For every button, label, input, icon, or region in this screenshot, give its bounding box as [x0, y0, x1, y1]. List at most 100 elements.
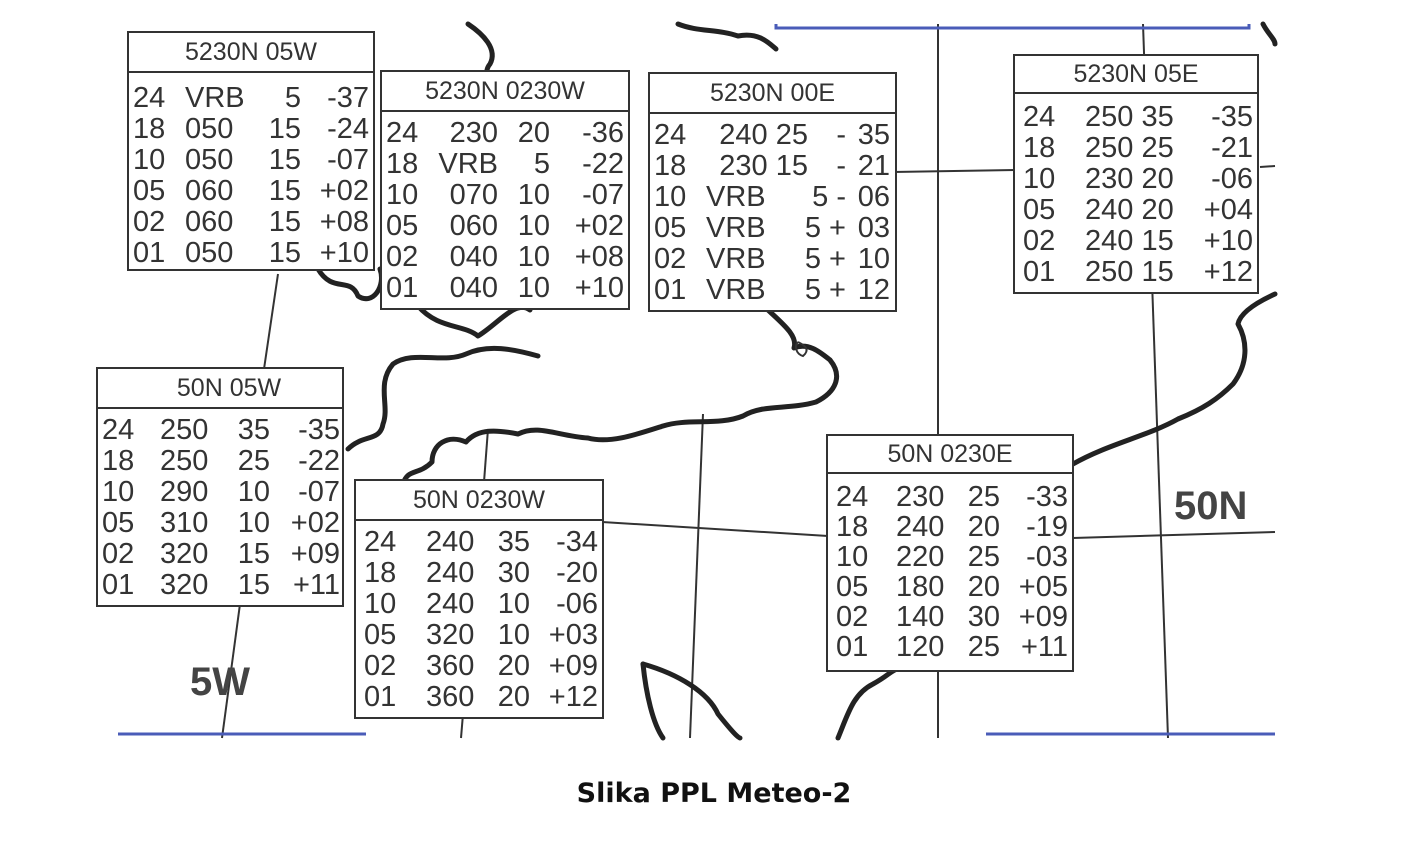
- wind-direction-speed: 230 20: [1085, 163, 1174, 195]
- flight-level: 18: [364, 557, 397, 589]
- wind-direction: 120: [896, 631, 945, 663]
- temperature: +09: [290, 538, 340, 570]
- wind-direction: 040: [449, 241, 498, 273]
- flight-level: 24: [836, 481, 869, 513]
- temperature: +03: [548, 619, 598, 651]
- wind-direction: VRB: [706, 212, 766, 244]
- wind-direction: 310: [160, 507, 209, 539]
- wind-direction: 240: [896, 511, 945, 543]
- coastline: [315, 21, 1278, 741]
- temperature: +10: [574, 272, 624, 304]
- flight-level: 24: [386, 117, 419, 149]
- flight-level: 05: [836, 571, 869, 603]
- latitude-label: 50N: [1174, 484, 1248, 528]
- temperature: +02: [290, 507, 340, 539]
- wind-direction: 240: [426, 526, 475, 558]
- wind-direction: 060: [185, 206, 234, 238]
- temperature: -24: [327, 113, 369, 145]
- wind-speed: 5: [533, 148, 550, 180]
- wind-speed: 15: [268, 113, 301, 145]
- wind-speed: 25: [967, 541, 1000, 573]
- temperature: -22: [298, 445, 340, 477]
- wind-direction: 050: [185, 113, 234, 145]
- wind-direction: 240: [426, 588, 475, 620]
- wind-speed-sign: -: [836, 119, 846, 151]
- temperature: +09: [1018, 601, 1068, 633]
- wind-speed: 10: [497, 588, 530, 620]
- wind-speed-sign: -: [836, 150, 846, 182]
- meridian-line: [263, 273, 279, 370]
- map-frame: [118, 24, 1275, 736]
- wind-speed: 10: [517, 179, 550, 211]
- wind-speed: 20: [517, 117, 550, 149]
- temperature: +10: [319, 237, 369, 269]
- wind-speed: 25: [967, 481, 1000, 513]
- wind-speed: 15: [237, 569, 270, 601]
- flight-level: 02: [836, 601, 869, 633]
- temperature: +08: [574, 241, 624, 273]
- wind-speed-sign: 5 -: [812, 181, 846, 213]
- wind-direction: VRB: [706, 243, 766, 275]
- wind-speed: 10: [517, 210, 550, 242]
- wind-direction: 320: [426, 619, 475, 651]
- temperature: -22: [582, 148, 624, 180]
- wind-speed: 35: [497, 526, 530, 558]
- temperature: -35: [298, 414, 340, 446]
- flight-level: 10: [654, 181, 687, 213]
- wind-direction: 240: [426, 557, 475, 589]
- wind-direction: 320: [160, 538, 209, 570]
- temperature: -33: [1026, 481, 1068, 513]
- temperature: +04: [1203, 194, 1253, 226]
- wind-speed: 15: [268, 175, 301, 207]
- wind-direction: 230: [896, 481, 945, 513]
- wind-speed: 5: [284, 82, 301, 114]
- wind-direction: 040: [449, 272, 498, 304]
- flight-level: 02: [654, 243, 687, 275]
- flight-level: 18: [1023, 132, 1056, 164]
- wind-direction: 050: [185, 237, 234, 269]
- wind-direction: 360: [426, 681, 475, 713]
- wind-direction: 050: [185, 144, 234, 176]
- flight-level: 01: [836, 631, 869, 663]
- temperature: 10: [857, 243, 890, 275]
- temperature: +11: [292, 569, 340, 601]
- flight-level: 01: [654, 274, 687, 306]
- wind-speed: 20: [497, 650, 530, 682]
- coastline-detail: [794, 341, 808, 358]
- wind-direction-speed: 240 15: [1085, 225, 1174, 257]
- temperature: +02: [319, 175, 369, 207]
- meridian-line: [483, 428, 489, 483]
- wind-speed: 10: [517, 241, 550, 273]
- wind-speed: 10: [237, 476, 270, 508]
- temperature: -37: [327, 82, 369, 114]
- flight-level: 02: [133, 206, 166, 238]
- flight-level: 05: [133, 175, 166, 207]
- temperature: -06: [1211, 163, 1253, 195]
- wind-direction: VRB: [185, 82, 245, 114]
- flight-level: 24: [133, 82, 166, 114]
- flight-level: 10: [364, 588, 397, 620]
- flight-level: 05: [386, 210, 419, 242]
- wind-direction: VRB: [438, 148, 498, 180]
